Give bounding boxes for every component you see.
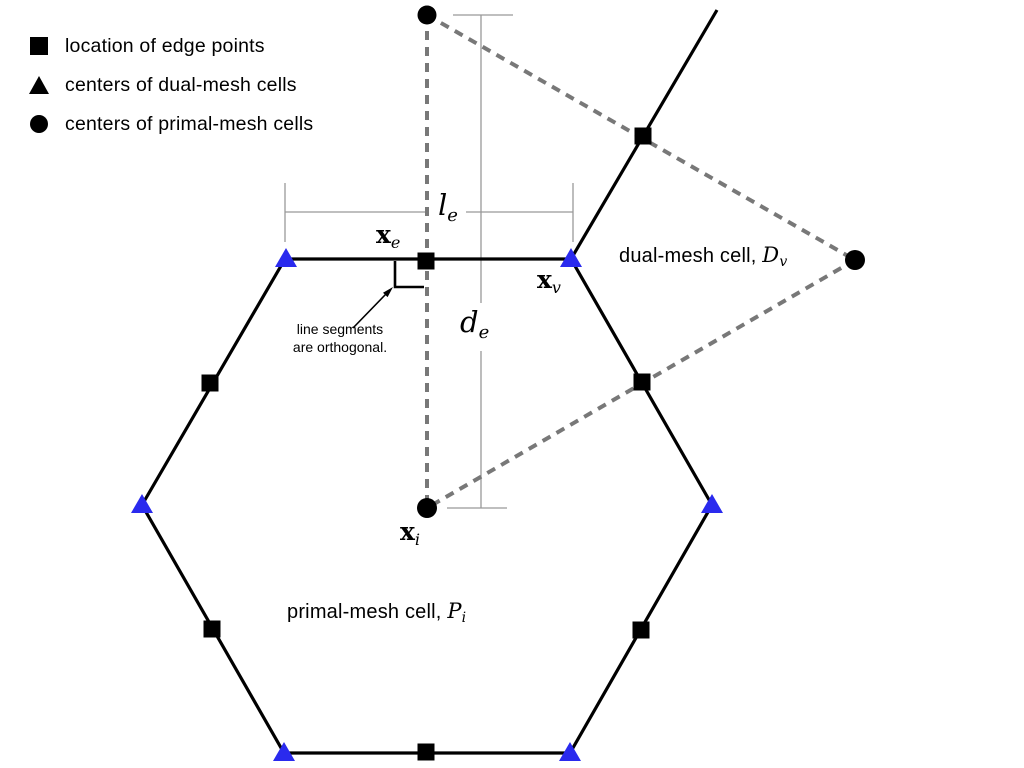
label-de: de [460, 305, 490, 343]
legend-label: centers of dual-mesh cells [65, 73, 297, 96]
primal-center-circle-top [417, 5, 437, 25]
dual-mesh-center-markers [131, 248, 723, 761]
dual-center-triangle [273, 742, 295, 761]
dual-center-triangle-xv [560, 248, 582, 267]
orthogonal-note: line segments are orthogonal. [278, 320, 402, 356]
dual-center-triangle [131, 494, 153, 513]
arrow-shaft [352, 293, 387, 329]
dual-center-triangle [559, 742, 581, 761]
right-angle-marker [393, 261, 424, 289]
orthogonal-note-line2: are orthogonal. [292, 339, 388, 356]
primal-center-circle-right [845, 250, 865, 270]
label-xe: xe [376, 220, 401, 252]
edge-point-square [632, 621, 650, 639]
legend-item-primal-mesh-centers: centers of primal-mesh cells [28, 109, 313, 139]
label-primal-mesh-cell: primal-mesh cell, Pi [287, 599, 467, 626]
edge-point-square [201, 374, 219, 392]
square-marker-icon [28, 36, 50, 56]
primal-mesh-center-markers [417, 5, 865, 518]
legend-label: centers of primal-mesh cells [65, 112, 314, 135]
arrow-head [383, 287, 393, 298]
edge-point-square [634, 127, 652, 145]
edge-point-square [633, 373, 651, 391]
dual-center-triangle [275, 248, 297, 267]
edge-point-square [203, 620, 221, 638]
label-dual-mesh-cell: dual-mesh cell, Dv [619, 243, 788, 270]
orthogonal-note-arrow [352, 287, 393, 329]
legend-label: location of edge points [65, 34, 265, 57]
label-xi: xi [400, 517, 421, 549]
legend-item-dual-mesh-centers: centers of dual-mesh cells [28, 70, 313, 100]
legend: location of edge points centers of dual-… [28, 31, 313, 148]
edge-point-square [417, 743, 435, 761]
label-xv: xv [537, 265, 561, 297]
orthogonal-note-line1: line segments [296, 321, 384, 337]
measurement-lines [284, 14, 574, 509]
dual-center-triangle [701, 494, 723, 513]
edge-point-xe-square [417, 252, 435, 270]
edge-point-markers [201, 127, 652, 761]
circle-marker-icon [28, 114, 50, 134]
legend-item-edge-points: location of edge points [28, 31, 313, 61]
triangle-marker-icon [28, 75, 50, 95]
primal-center-circle-xi [417, 498, 437, 518]
label-le: le [438, 188, 458, 226]
